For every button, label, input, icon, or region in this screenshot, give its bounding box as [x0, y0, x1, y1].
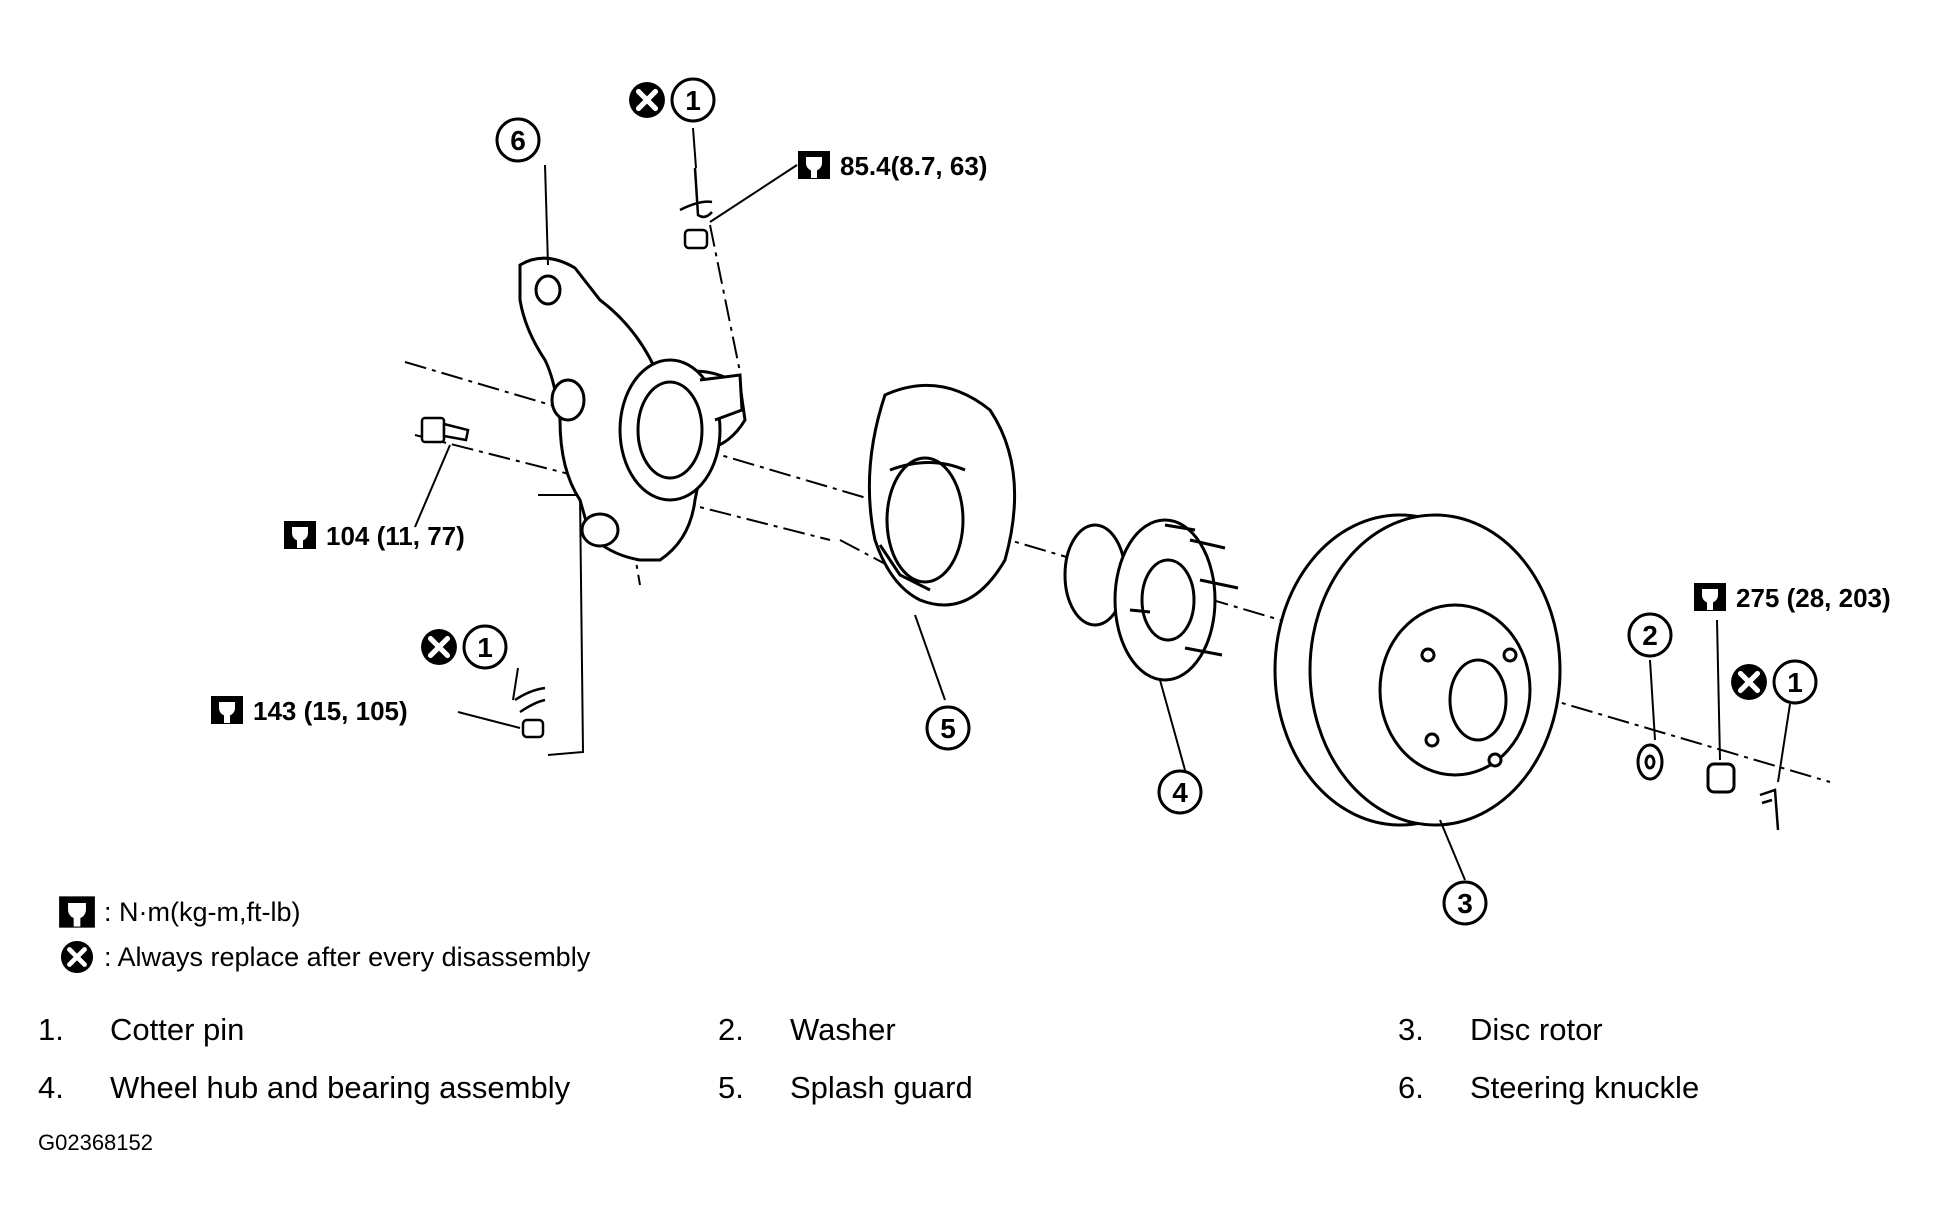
part-name: Cotter pin [110, 1012, 245, 1047]
callout-number: 1 [477, 632, 493, 663]
part-name: Washer [790, 1012, 896, 1047]
torque-callout-hub: 275 (28, 203) [1694, 583, 1891, 613]
replace-marker-hub: 1 [1731, 659, 1818, 705]
replace-marker-lower: 1 [421, 624, 508, 670]
torque-callout-bolt: 104 (11, 77) [284, 521, 465, 551]
legend-replace-text: : Always replace after every disassembly [104, 941, 591, 972]
torque-callout-lower: 143 (15, 105) [211, 696, 408, 726]
callout-number: 1 [685, 85, 701, 116]
callout-6: 6 [495, 117, 541, 163]
callout-number: 1 [1787, 667, 1803, 698]
bracket-outline [538, 494, 585, 756]
part-number: 3. [1398, 1012, 1424, 1047]
part-item: 2. Washer [718, 1012, 1398, 1048]
part-name: Splash guard [790, 1070, 973, 1105]
always-replace-icon [629, 82, 665, 118]
torque-wrench-icon [284, 521, 316, 549]
part-number: 5. [718, 1070, 744, 1105]
always-replace-icon [421, 629, 457, 665]
callout-4: 4 [1157, 769, 1203, 815]
part-name: Disc rotor [1470, 1012, 1603, 1047]
callout-number: 6 [510, 125, 526, 156]
always-replace-icon [58, 940, 96, 974]
callout-3: 3 [1442, 880, 1488, 926]
replace-marker-top: 1 [629, 77, 716, 123]
parts-list: 1. Cotter pin 2. Washer 3. Disc rotor 4. Whe… [38, 1012, 1918, 1106]
torque-wrench-icon [59, 896, 95, 928]
part-item: 1. Cotter pin [38, 1012, 718, 1048]
callout-2: 2 [1627, 612, 1673, 658]
torque-callout-top: 85.4(8.7, 63) [798, 151, 987, 181]
torque-label-lower: 143 (15, 105) [253, 696, 408, 726]
splash-guard [867, 383, 1017, 607]
callout-number: 4 [1172, 777, 1188, 808]
torque-wrench-icon [211, 696, 243, 724]
part-number: 1. [38, 1012, 64, 1047]
callout-number: 5 [940, 713, 956, 744]
wheel-hub-assembly [1063, 518, 1239, 682]
leader-lines [414, 127, 1791, 881]
always-replace-icon [1731, 664, 1767, 700]
torque-wrench-icon [1694, 583, 1726, 611]
hub-nut [1706, 762, 1736, 794]
part-name: Wheel hub and bearing assembly [110, 1070, 571, 1105]
lower-castle-nut [521, 718, 545, 739]
lower-cotter-pin [514, 686, 546, 714]
part-item: 5. Splash guard [718, 1070, 1398, 1106]
legend-replace: : Always replace after every disassembly [58, 940, 590, 974]
figure-id: G02368152 [38, 1130, 153, 1155]
torque-label-hub: 275 (28, 203) [1736, 583, 1891, 613]
callout-number: 2 [1642, 620, 1658, 651]
part-item: 3. Disc rotor [1398, 1012, 1918, 1048]
hub-cotter-pin [1759, 788, 1780, 831]
torque-label-top: 85.4(8.7, 63) [840, 151, 987, 181]
steering-knuckle [518, 256, 747, 562]
knuckle-bolt [420, 416, 470, 444]
part-item: 4. Wheel hub and bearing assembly [38, 1070, 718, 1106]
callout-number: 3 [1457, 888, 1473, 919]
legend-torque-text: : N·m(kg-m,ft-lb) [104, 896, 301, 927]
top-cotter-pin [679, 167, 713, 219]
part-item: 6. Steering knuckle [1398, 1070, 1918, 1106]
part-name: Steering knuckle [1470, 1070, 1700, 1105]
part-number: 2. [718, 1012, 744, 1047]
callout-5: 5 [925, 705, 971, 751]
washer [1636, 743, 1664, 781]
torque-label-bolt: 104 (11, 77) [326, 521, 465, 551]
legend-torque-unit: : N·m(kg-m,ft-lb) [58, 895, 300, 929]
torque-wrench-icon [798, 151, 830, 179]
disc-rotor [1273, 513, 1562, 827]
part-number: 4. [38, 1070, 64, 1105]
part-number: 6. [1398, 1070, 1424, 1105]
top-castle-nut [683, 228, 709, 250]
